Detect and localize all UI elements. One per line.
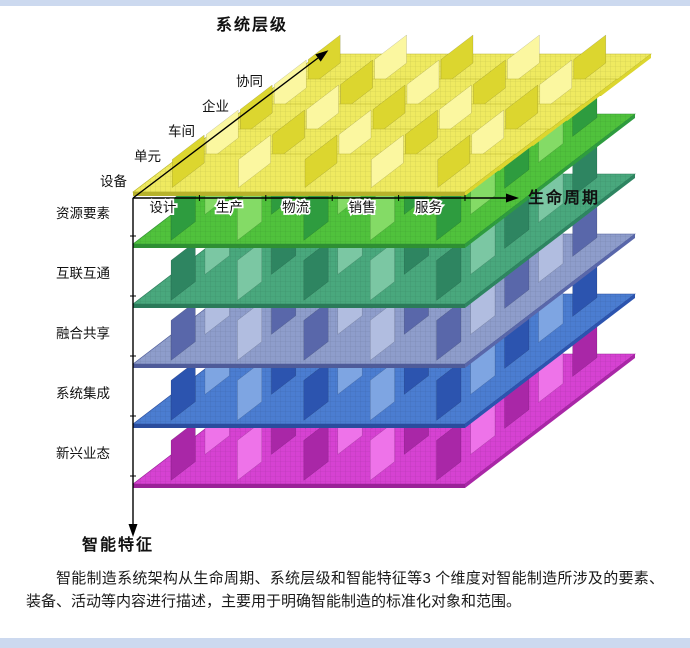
system-level-item-label: 车间 [168, 123, 195, 139]
fin-face [371, 134, 404, 188]
life-cycle-item-label: 设计 [149, 200, 176, 215]
plate-front-edge [133, 192, 465, 196]
fin-face [440, 34, 474, 88]
fin-face [338, 109, 372, 163]
plate-front-edge [133, 484, 465, 488]
fin-face [471, 109, 504, 163]
bottom-border-bar [0, 638, 690, 648]
system-level-arrowhead [315, 50, 329, 62]
fin-face [406, 59, 440, 113]
life-cycle-axis-title: 生命周期 [528, 188, 600, 207]
fin-face [374, 34, 407, 88]
fin-face [573, 34, 606, 88]
fin-face [308, 34, 341, 88]
plate-right-edge [465, 294, 635, 428]
plate-front-edge [133, 304, 465, 308]
plate-right-edge [465, 174, 635, 308]
plate-right-edge [465, 154, 515, 196]
plate-grid [133, 154, 515, 192]
plate-front-edge [133, 244, 465, 248]
intelligent-feature-item-label: 新兴业态 [56, 446, 110, 461]
figure-caption: 智能制造系统架构从生命周期、系统层级和智能特征等3 个维度对智能制造所涉及的要素… [26, 570, 664, 611]
system-level-item-label: 设备 [100, 173, 127, 189]
fin-face [306, 84, 339, 138]
life-cycle-item-label: 生产 [216, 200, 243, 215]
fin-face [539, 59, 572, 113]
life-cycle-item-label: 销售 [349, 200, 376, 215]
system-level-item-label: 协同 [236, 74, 263, 89]
fin-face [272, 109, 305, 163]
intelligent-feature-item-label: 互联互通 [56, 266, 110, 281]
intelligent-feature-item-label: 资源要素 [56, 206, 110, 221]
plate-right-edge [465, 114, 635, 248]
fin-face [437, 134, 470, 188]
fin-face [505, 84, 538, 138]
plate-right-edge [465, 354, 635, 488]
fin-face [372, 84, 406, 138]
fin-face [205, 109, 239, 163]
intelligent-feature-axis-title: 智能特征 [82, 535, 154, 554]
fin-face [238, 134, 271, 188]
top-border-bar [0, 0, 690, 6]
fin-face [340, 59, 373, 113]
intelligent-feature-item-label: 融合共享 [56, 325, 110, 341]
fin-face [473, 59, 506, 113]
fin-face [405, 109, 438, 163]
system-level-layer-1 [132, 134, 516, 196]
life-cycle-item-label: 物流 [282, 200, 309, 215]
plate-right-edge [465, 234, 635, 368]
system-level-item-label: 企业 [202, 98, 229, 114]
life-cycle-item-label: 服务 [415, 200, 442, 215]
intelligent-feature-item-label: 系统集成 [56, 386, 110, 401]
system-level-axis-title: 系统层级 [216, 15, 288, 34]
system-level-item-label: 单元 [134, 149, 161, 164]
fin-face [507, 34, 540, 88]
plate-front-edge [133, 424, 465, 428]
life-cycle-arrowhead [506, 193, 519, 203]
architecture-figure: 系统层级生命周期智能特征 设计 生产 物流 销售 服务 设备单元车间企业协同资源要素互联互通… [0, 6, 690, 562]
fin-face [304, 134, 338, 188]
intelligent-feature-arrowhead [128, 524, 138, 537]
plate-front-edge [133, 364, 465, 368]
system-level-axis [132, 57, 319, 199]
fin-face [439, 84, 472, 138]
